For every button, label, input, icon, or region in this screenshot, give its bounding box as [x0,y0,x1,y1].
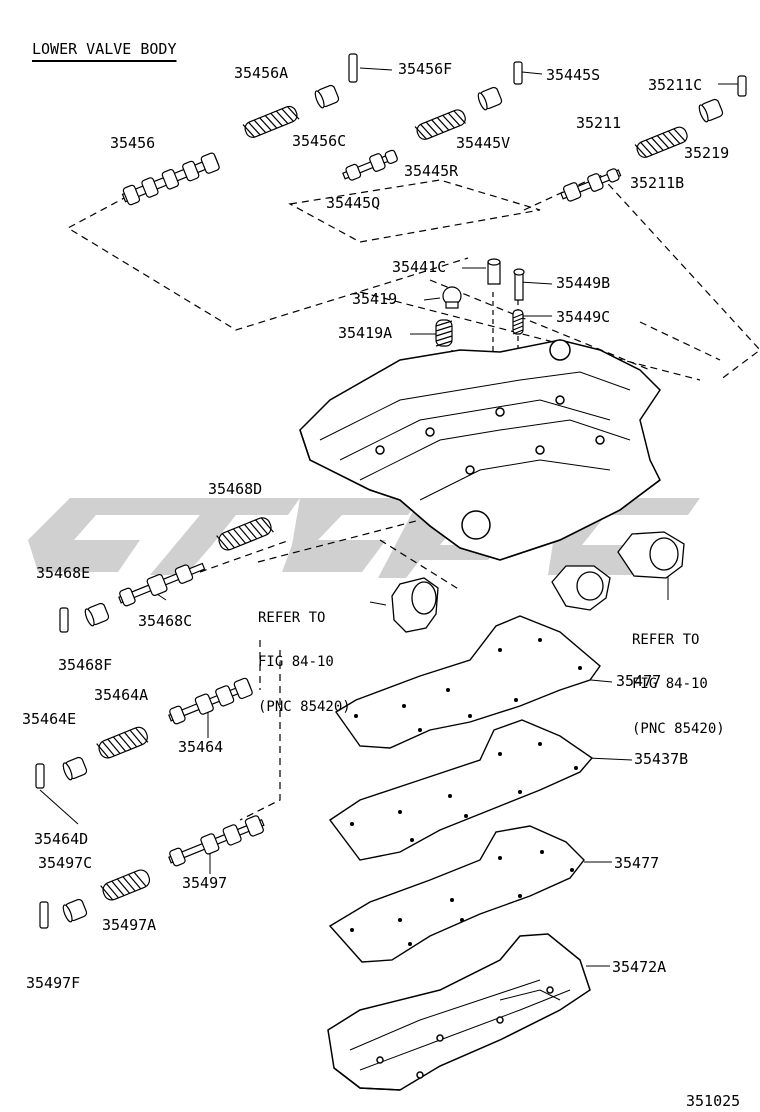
part-label-35497: 35497 [182,874,228,892]
refer-note-right-line3: (PNC 85420) [632,720,725,737]
part-label-35464: 35464 [178,738,224,756]
part-label-35468d: 35468D [208,480,263,498]
part-label-35468e: 35468E [36,564,91,582]
part-label-35456c: 35456C [292,132,347,150]
part-label-35468c: 35468C [138,612,193,630]
part-label-35497c: 35497C [38,854,93,872]
refer-note-left-line1: REFER TO [258,610,326,627]
refer-note-right-line1: REFER TO [632,632,700,649]
part-label-35211c: 35211C [648,76,703,94]
part-label-35211: 35211 [576,114,622,132]
part-label-35419a: 35419A [338,324,393,342]
part-label-35456f: 35456F [398,60,453,78]
solenoid-icon [391,531,685,633]
figure-number: 351025 [686,1092,741,1110]
part-label-35445q: 35445Q [326,194,381,212]
part-label-35456: 35456 [110,134,156,152]
plug-icon [62,84,724,923]
separator-plate [328,615,601,963]
part-label-35449b: 35449B [556,274,611,292]
part-label-35441c: 35441C [392,258,447,276]
spring-icon [96,105,688,901]
valve-body-casting [299,339,661,561]
part-label-35437b: 35437B [634,750,689,768]
valve-spool-icon [118,149,622,867]
part-label-35464e: 35464E [22,710,77,728]
check-ball-icon [442,258,525,309]
part-label-35497a: 35497A [102,916,157,934]
part-label-35456a: 35456A [234,64,289,82]
part-label-35468f: 35468F [58,656,113,674]
part-label-35449c: 35449C [556,308,611,326]
part-label-35419: 35419 [352,290,398,308]
part-label-35219: 35219 [684,144,730,162]
part-label-35464d: 35464D [34,830,89,848]
refer-note-right-line2: FIG 84-10 [632,676,708,693]
diagram-title: LOWER VALVE BODY [32,40,177,58]
part-label-35445s: 35445S [546,66,601,84]
part-label-35497f: 35497F [26,974,81,992]
part-label-35477-lower: 35477 [614,854,660,872]
refer-note-left: REFER TO FIG 84-10 (PNC 85420) [258,582,351,729]
part-label-35211b: 35211B [630,174,685,192]
part-label-35445v: 35445V [456,134,511,152]
lower-valve-body [327,933,591,1091]
retainer-icon [35,53,747,929]
part-label-35445r: 35445R [404,162,459,180]
part-label-35477-upper: 35477 [616,672,662,690]
refer-note-right: REFER TO FIG 84-10 (PNC 85420) [632,604,725,751]
refer-note-left-line2: FIG 84-10 [258,654,334,671]
part-label-35464a: 35464A [94,686,149,704]
refer-note-left-line3: (PNC 85420) [258,698,351,715]
part-label-35472a: 35472A [612,958,667,976]
